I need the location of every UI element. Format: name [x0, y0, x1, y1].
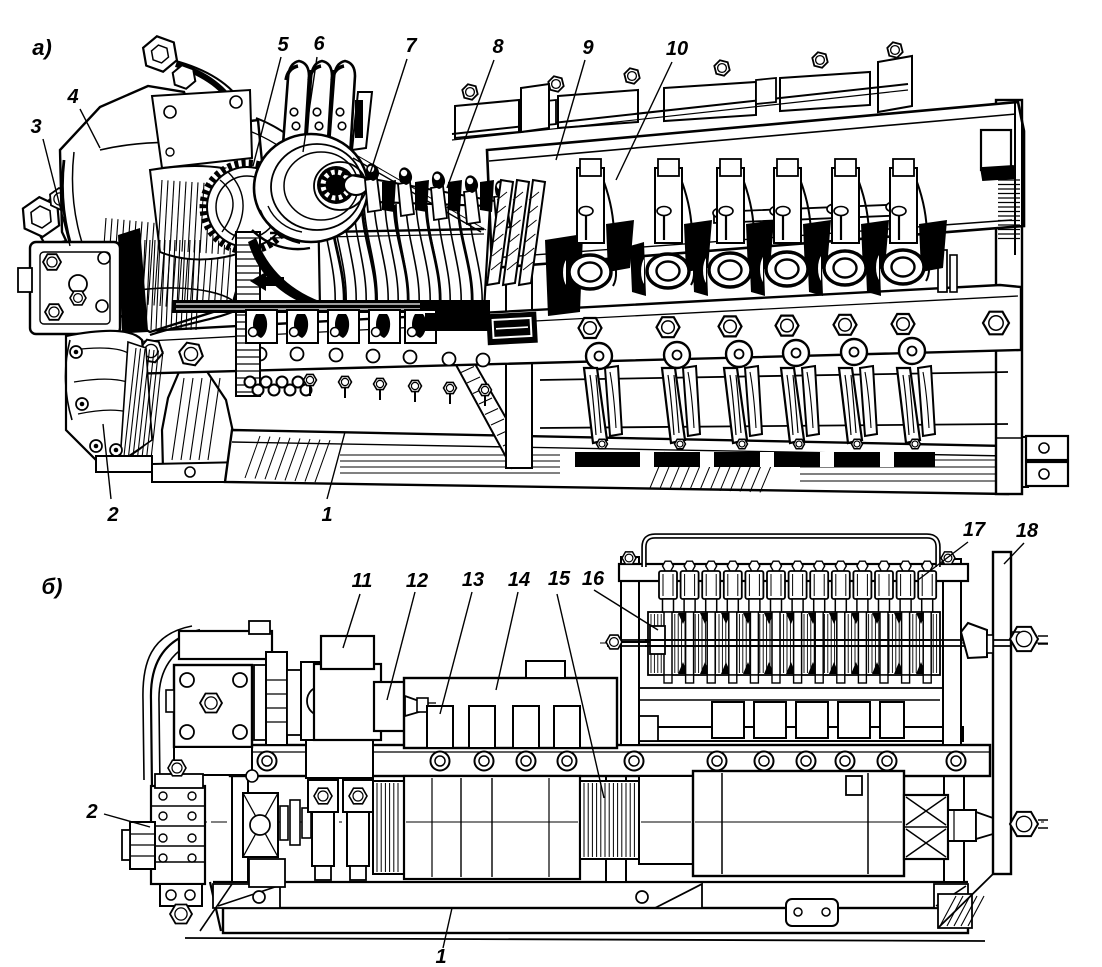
svg-text:9: 9: [582, 37, 594, 59]
svg-text:1: 1: [435, 946, 446, 967]
svg-text:13: 13: [462, 569, 484, 591]
svg-text:8: 8: [492, 36, 504, 58]
svg-text:7: 7: [405, 35, 417, 57]
svg-text:11: 11: [352, 570, 373, 592]
svg-text:17: 17: [963, 519, 986, 541]
svg-text:10: 10: [666, 38, 688, 60]
svg-text:12: 12: [406, 570, 428, 592]
svg-text:15: 15: [548, 568, 571, 590]
svg-text:1: 1: [321, 504, 332, 526]
svg-text:3: 3: [30, 116, 41, 138]
svg-text:4: 4: [66, 86, 78, 108]
svg-text:6: 6: [313, 33, 325, 55]
svg-text:2: 2: [106, 504, 118, 526]
svg-text:б): б): [42, 574, 63, 599]
svg-text:5: 5: [277, 34, 289, 56]
svg-text:14: 14: [508, 569, 530, 591]
svg-text:а): а): [32, 35, 52, 60]
svg-text:18: 18: [1016, 520, 1039, 542]
svg-text:16: 16: [582, 568, 605, 590]
svg-text:2: 2: [85, 801, 97, 823]
